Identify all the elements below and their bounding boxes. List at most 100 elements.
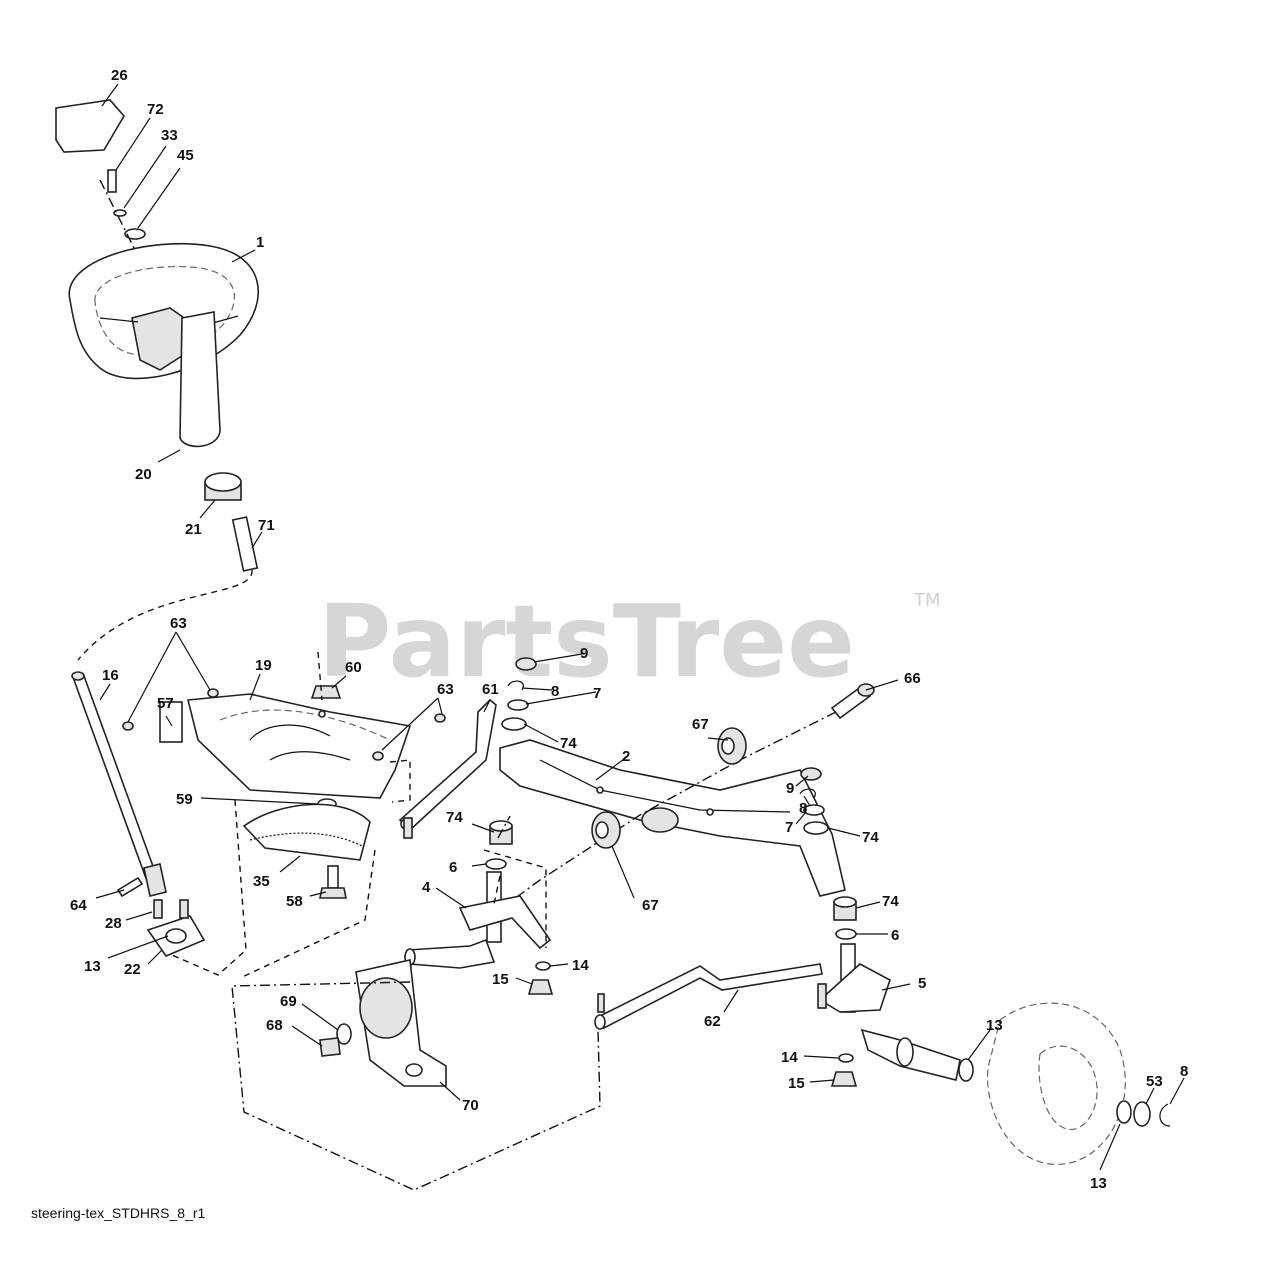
washer-7b-part: [803, 804, 825, 816]
leader-lines: [95, 83, 1185, 1171]
bushing-21-part: [204, 472, 242, 501]
callout-15b: 15: [788, 1075, 805, 1092]
callout-4: 4: [422, 879, 431, 896]
callout-63a: 63: [170, 615, 187, 632]
clip-8b-part: [799, 788, 816, 799]
callout-13a: 13: [84, 958, 101, 975]
bushing-74c-part: [489, 820, 513, 845]
flange-bearing-22-part: [146, 899, 206, 957]
callout-6b: 6: [891, 927, 899, 944]
callout-labels: 26 72 33 45 1 20 21 71 16 63 19 60 63 61…: [70, 67, 1188, 1192]
callout-28: 28: [105, 915, 122, 932]
shaft-71-part: [231, 516, 259, 572]
callout-62: 62: [704, 1013, 721, 1030]
front-axle-2-part: [499, 739, 846, 897]
callout-69: 69: [280, 993, 297, 1010]
callout-64: 64: [70, 897, 87, 914]
washer-69-part: [336, 1023, 352, 1045]
callout-57: 57: [157, 695, 174, 712]
callout-9a: 9: [580, 645, 588, 662]
washer-45-part: [124, 228, 146, 240]
washer-33-part: [113, 209, 127, 217]
callout-20: 20: [135, 466, 152, 483]
callout-72: 72: [147, 101, 164, 118]
washer-14b-part: [838, 1053, 854, 1063]
spacer-67a-part: [717, 727, 747, 765]
tie-rod-62-part: [594, 963, 827, 1030]
cap-9b-part: [800, 767, 822, 781]
washer-14a-part: [535, 961, 551, 971]
callout-6a: 6: [449, 859, 457, 876]
right-spindle-5-part: [818, 943, 961, 1081]
nut-68-part: [319, 1037, 341, 1057]
callout-26: 26: [111, 67, 128, 84]
callout-67b: 67: [642, 897, 659, 914]
steering-cap-part: [55, 99, 125, 153]
callout-19: 19: [255, 657, 272, 674]
watermark-trademark: TM: [913, 590, 941, 611]
callout-1: 1: [256, 234, 264, 251]
screw-63b-part: [207, 688, 219, 698]
callout-7b: 7: [785, 819, 793, 836]
drag-link-61-part: [398, 698, 497, 839]
callout-66: 66: [904, 670, 921, 687]
washer-53-part: [1133, 1101, 1151, 1127]
spindle-group-line: [483, 849, 547, 948]
bushing-74d-part: [833, 896, 857, 921]
watermark-text: PartsTree: [318, 583, 855, 700]
callout-33: 33: [161, 127, 178, 144]
nut-60-part: [310, 685, 342, 699]
callout-70: 70: [462, 1097, 479, 1114]
bracket-57-part: [159, 701, 183, 743]
callout-8a: 8: [551, 683, 559, 700]
bushing-74b-part: [803, 821, 829, 835]
callout-21: 21: [185, 521, 202, 538]
pin-64-part: [116, 876, 144, 898]
washer-13c-part: [1116, 1100, 1132, 1124]
plate-group-line: [171, 651, 411, 979]
callout-74c: 74: [446, 809, 463, 826]
callout-13c: 13: [1090, 1175, 1107, 1192]
callout-7a: 7: [593, 685, 601, 702]
callout-60: 60: [345, 659, 362, 676]
diagram-caption: steering-tex_STDHRS_8_r1: [31, 1205, 206, 1221]
column-boot-part: [179, 311, 221, 448]
callout-16: 16: [102, 667, 119, 684]
bushing-74a-part: [501, 717, 527, 731]
callout-14b: 14: [781, 1049, 798, 1066]
clip-8c-part: [1159, 1103, 1171, 1127]
steering-shaft-16-part: [71, 671, 167, 897]
column-link-line: [77, 569, 253, 661]
steering-plate-19-part: [186, 693, 412, 799]
screw-63a-part: [122, 721, 134, 731]
screw-63c-part: [434, 713, 446, 723]
callout-45: 45: [177, 147, 194, 164]
callout-74b: 74: [862, 829, 879, 846]
callout-2: 2: [622, 748, 630, 765]
callout-8c: 8: [1180, 1063, 1188, 1080]
nut-15a-part: [527, 979, 554, 995]
screw-63d-part: [372, 751, 384, 761]
pivot-bolt-66-part: [830, 683, 875, 720]
callout-5: 5: [918, 975, 926, 992]
steering-arm-70-part: [355, 959, 447, 1087]
callout-68: 68: [266, 1017, 283, 1034]
washer-6b-part: [835, 928, 857, 940]
callout-14a: 14: [572, 957, 589, 974]
callout-9b: 9: [786, 780, 794, 797]
callout-67a: 67: [692, 716, 709, 733]
callout-59: 59: [176, 791, 193, 808]
callout-61: 61: [482, 681, 499, 698]
steering-wheel-part: [68, 242, 260, 380]
callout-71: 71: [258, 517, 275, 534]
callout-74d: 74: [882, 893, 899, 910]
cap-9a-part: [515, 657, 537, 671]
washer-7a-part: [507, 699, 529, 711]
washer-6a-part: [485, 858, 507, 870]
callout-22: 22: [124, 961, 141, 978]
nut-15b-part: [830, 1071, 858, 1087]
callout-13b: 13: [986, 1017, 1003, 1034]
sector-gear-35-part: [242, 803, 371, 861]
bolt-72-part: [107, 169, 117, 193]
